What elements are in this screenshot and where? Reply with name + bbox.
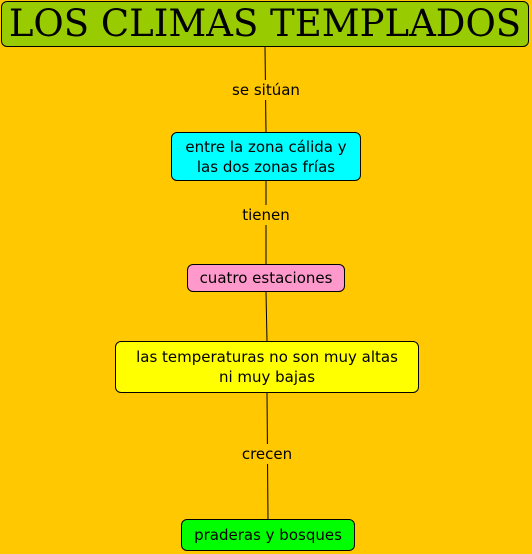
node-zona[interactable]: entre la zona cálida y las dos zonas frí… xyxy=(171,132,361,181)
connector-estaciones-temperaturas xyxy=(265,291,268,342)
node-title[interactable]: LOS CLIMAS TEMPLADOS xyxy=(1,1,529,47)
node-praderas[interactable]: praderas y bosques xyxy=(181,519,355,551)
link-label-tienen: tienen xyxy=(240,205,292,225)
node-temperaturas[interactable]: las temperaturas no son muy altas ni muy… xyxy=(115,341,419,393)
link-label-crecen: crecen xyxy=(239,444,295,464)
link-label-se-situan: se sitúan xyxy=(230,80,302,100)
node-estaciones[interactable]: cuatro estaciones xyxy=(187,264,345,292)
